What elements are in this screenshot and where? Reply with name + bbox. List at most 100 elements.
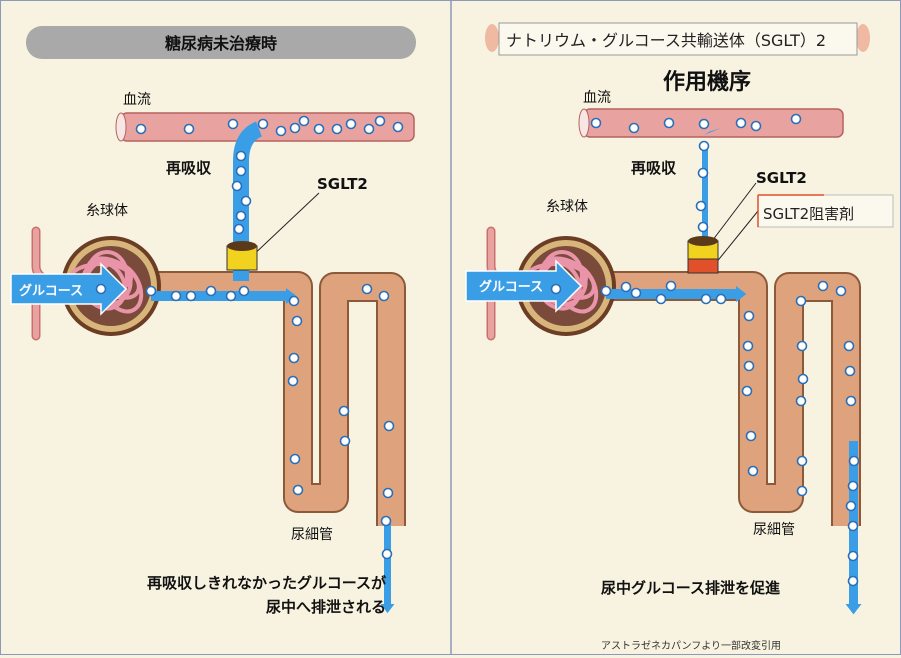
right-inhibitor-label: SGLT2阻害剤: [763, 205, 854, 223]
glucose-molecule: [225, 290, 237, 302]
glucose-molecule: [185, 290, 197, 302]
glucose-molecule: [845, 395, 857, 407]
right-caption: 尿中グルコース排泄を促進: [601, 579, 781, 597]
glucose-molecule: [374, 115, 386, 127]
glucose-molecule: [848, 455, 860, 467]
glucose-molecule: [620, 281, 632, 293]
left-caption-line1: 再吸収しきれなかったグルコースが: [147, 574, 387, 592]
glucose-molecule: [233, 223, 245, 235]
inhibitor-box: [757, 194, 894, 228]
glucose-molecule: [600, 285, 612, 297]
glucose-molecule: [338, 405, 350, 417]
tubule-flow: [151, 291, 286, 301]
glucose-molecule: [363, 123, 375, 135]
blood-vessel-opening: [578, 108, 590, 138]
glucose-molecule: [257, 118, 269, 130]
glucose-molecule: [291, 315, 303, 327]
tubule: [566, 273, 859, 526]
glucose-molecule: [741, 385, 753, 397]
glucose-molecule: [796, 485, 808, 497]
glucose-molecule: [745, 430, 757, 442]
glucose-molecule: [235, 210, 247, 222]
sglt2-leader: [248, 192, 320, 260]
glucose-molecule: [170, 290, 182, 302]
glucose-molecule: [698, 118, 710, 130]
glucose-molecule: [382, 487, 394, 499]
glucose-molecule: [550, 283, 562, 295]
glucose-molecule: [847, 575, 859, 587]
left-reabsorption-label: 再吸収: [166, 159, 212, 177]
blood-vessel: [583, 108, 844, 138]
glucose-molecule: [95, 283, 107, 295]
glucose-molecule: [240, 195, 252, 207]
glucose-molecule: [700, 293, 712, 305]
glucose-molecule: [795, 295, 807, 307]
left-glucose-label: グルコース: [19, 283, 83, 299]
glucose-molecule: [715, 293, 727, 305]
right-tubule-label: 尿細管: [753, 522, 795, 538]
left-title-pill: [26, 26, 416, 59]
sglt2-top: [227, 241, 257, 251]
glucose-molecule: [292, 484, 304, 496]
glucose-inflow-arrow: [465, 259, 583, 313]
glucose-molecule: [331, 123, 343, 135]
glucose-molecule: [288, 295, 300, 307]
glucose-molecule: [665, 280, 677, 292]
tubule-outline: [111, 271, 406, 526]
right-title-box: [498, 22, 858, 56]
flow-arrowhead: [736, 286, 747, 302]
glucose-molecule: [313, 123, 325, 135]
glucose-molecule: [747, 465, 759, 477]
left-tubule-label: 尿細管: [291, 527, 333, 543]
glucose-molecule: [298, 115, 310, 127]
glucose-molecule: [790, 113, 802, 125]
sglt2-inhibitor-block: [687, 258, 719, 274]
left-blood-flow-label: 血流: [123, 92, 151, 108]
glucose-molecule: [697, 167, 709, 179]
left-title: 糖尿病未治療時: [165, 34, 277, 53]
glucose-molecule: [339, 435, 351, 447]
reduced-reabsorption-flow: [702, 146, 708, 246]
right-glucose-label: グルコース: [479, 279, 543, 295]
right-title: ナトリウム・グルコース共輸送体（SGLT）2: [506, 31, 826, 50]
glucose-molecule: [847, 550, 859, 562]
glucose-molecule: [381, 548, 393, 560]
glucose-molecule: [817, 280, 829, 292]
glucose-molecule: [345, 118, 357, 130]
glucose-molecule: [847, 480, 859, 492]
glucose-molecule: [289, 453, 301, 465]
excretion-flow: [384, 521, 391, 606]
glucose-molecule: [135, 123, 147, 135]
glucose-molecule: [275, 125, 287, 137]
right-blood-flow-label: 血流: [583, 90, 611, 106]
glucose-molecule: [630, 287, 642, 299]
glucose-molecule: [227, 118, 239, 130]
right-sglt2-label: SGLT2: [756, 169, 807, 187]
glucose-molecule: [383, 420, 395, 432]
glucose-molecule: [750, 120, 762, 132]
glucose-molecule: [288, 352, 300, 364]
blood-vessel-opening: [115, 112, 127, 142]
glucose-molecule: [231, 180, 243, 192]
glucose-molecule: [796, 455, 808, 467]
glucose-molecule: [655, 293, 667, 305]
excretion-arrowhead: [380, 604, 395, 614]
glucose-molecule: [843, 340, 855, 352]
glucose-molecule: [205, 285, 217, 297]
glucose-molecule: [743, 310, 755, 322]
glucose-molecule: [844, 365, 856, 377]
glucose-molecule: [380, 515, 392, 527]
glucose-molecule: [735, 117, 747, 129]
glucose-molecule: [590, 117, 602, 129]
glucose-molecule: [361, 283, 373, 295]
left-sglt2-label: SGLT2: [317, 175, 368, 193]
glucose-molecule: [847, 520, 859, 532]
glucose-molecule: [392, 121, 404, 133]
reabsorption-arrowhead: [704, 128, 721, 135]
glucose-molecule: [698, 140, 710, 152]
glucose-inflow-arrow: [10, 262, 128, 316]
inhibitor-leader: [710, 210, 759, 270]
flow-arrowhead: [286, 288, 297, 304]
glucose-molecule: [235, 150, 247, 162]
